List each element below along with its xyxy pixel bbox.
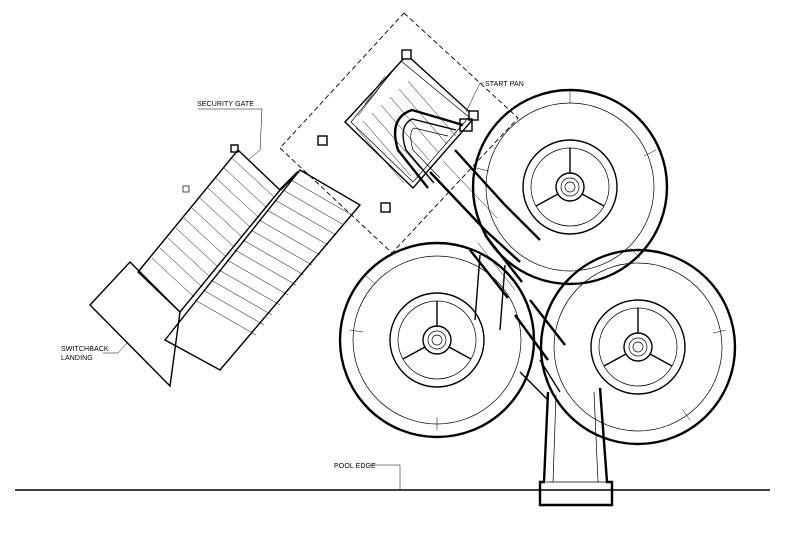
slide-exit-runout	[538, 387, 614, 507]
stair-flight-upper	[163, 169, 362, 371]
label-switchback-line2: LANDING	[61, 355, 93, 362]
label-start-pan: START PAN	[485, 81, 524, 88]
helix-loop-top	[471, 88, 669, 286]
tower-posts	[317, 49, 479, 213]
helix-loop-right	[539, 248, 737, 446]
helix-hub-top	[535, 148, 605, 207]
switchback-landing	[89, 260, 181, 388]
tower-outline-dashed	[279, 12, 519, 254]
helix-hub-left	[402, 301, 472, 360]
label-switchback-line1: SWITCHBACK	[61, 346, 109, 353]
stair-flight-lower	[137, 144, 281, 314]
start-pan	[393, 108, 473, 189]
security-gate	[279, 169, 301, 191]
label-security-gate: SECURITY GATE	[197, 101, 254, 108]
helix-hub-right	[603, 308, 673, 367]
callout-leaders	[103, 82, 483, 490]
flume-connectors	[469, 234, 566, 401]
tower-deck	[317, 49, 479, 213]
label-pool-edge: POOL EDGE	[334, 463, 376, 470]
entry-flume	[429, 149, 541, 263]
